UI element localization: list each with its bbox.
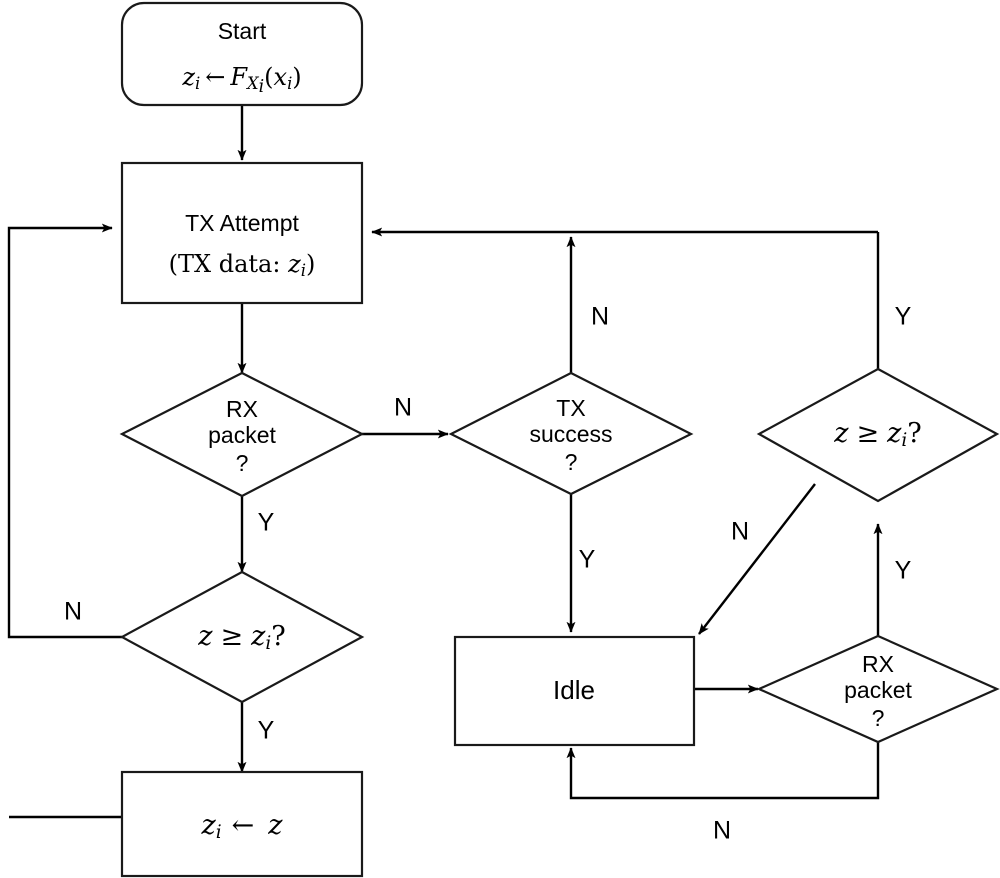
z-cmp-right-label: z≥zi? (833, 418, 921, 452)
node-tx-success[interactable]: TX success ? (448, 371, 694, 496)
tx-success-line3: ? (565, 449, 578, 475)
node-z-cmp-right[interactable]: z≥zi? (756, 367, 1000, 503)
edge-label-z-cmp-left-yes: Y (258, 717, 275, 745)
edge-label-rx-packet-left-yes: Y (258, 509, 275, 537)
idle-label: Idle (553, 675, 595, 705)
rx-packet-left-line1: RX (226, 396, 258, 422)
node-tx-attempt[interactable]: TX Attempt (TX data: zi) (120, 161, 364, 305)
rx-packet-left-line3: ? (236, 450, 249, 476)
start-shape (120, 1, 364, 107)
edge-label-rx-packet-left-no: N (394, 394, 412, 422)
edge-label-rx-packet-right-yes: Y (895, 557, 912, 585)
edge-label-tx-success-yes: Y (579, 546, 596, 574)
edge-rx-packet-right-no-to-idle (566, 742, 880, 800)
rx-packet-right-line3: ? (872, 705, 885, 731)
tx-success-shape (448, 371, 694, 496)
node-rx-packet-left[interactable]: RX packet ? (119, 371, 365, 498)
edge-z-cmp-left-no-to-tx-attempt (7, 223, 122, 639)
rx-packet-left-shape (119, 371, 365, 498)
z-cmp-left-label: z≥zi? (197, 621, 285, 655)
tx-attempt-shape (120, 161, 364, 305)
tx-attempt-label-line2: (TX data: zi) (169, 250, 316, 280)
z-cmp-left-shape (119, 570, 365, 704)
assign-z-shape (120, 770, 364, 878)
edge-label-z-cmp-right-no: N (731, 518, 749, 546)
node-idle[interactable]: Idle (453, 635, 696, 747)
rx-packet-right-line1: RX (862, 651, 894, 677)
tx-success-line2: success (529, 421, 612, 447)
node-start[interactable]: Start zi←FXi(xi) (120, 1, 364, 107)
edge-label-tx-success-no: N (591, 303, 609, 331)
rx-packet-right-shape (756, 634, 1000, 744)
edge-label-z-cmp-right-yes: Y (895, 303, 912, 331)
tx-success-line1: TX (556, 395, 585, 421)
edge-label-rx-packet-right-no: N (713, 817, 731, 845)
rx-packet-right-line2: packet (844, 677, 912, 703)
rx-packet-left-line2: packet (208, 422, 276, 448)
tx-attempt-label-line1: TX Attempt (185, 210, 299, 236)
node-z-cmp-left[interactable]: z≥zi? (119, 570, 365, 704)
z-cmp-right-shape (756, 367, 1000, 503)
start-label-line2: zi←FXi(xi) (181, 63, 301, 97)
assign-z-label: zi←z (201, 810, 284, 844)
edge-z-cmp-right-no-to-idle (698, 483, 816, 635)
idle-shape (453, 635, 696, 747)
node-rx-packet-right[interactable]: RX packet ? (756, 634, 1000, 744)
node-assign-z[interactable]: zi←z (120, 770, 364, 878)
start-label-line1: Start (218, 18, 267, 44)
edge-label-z-cmp-left-no: N (64, 598, 82, 626)
